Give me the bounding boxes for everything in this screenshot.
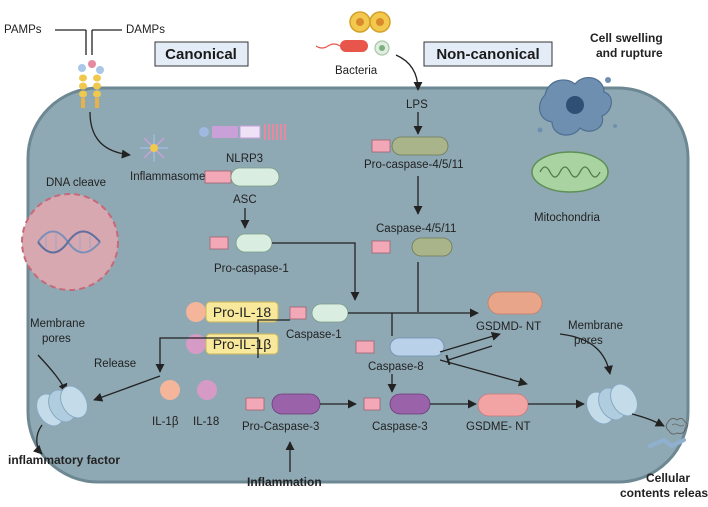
contents-release-label: contents release — [620, 486, 708, 500]
pro-il18-label: Pro-IL-18 — [213, 304, 272, 320]
tlr-receptor-icon — [78, 60, 104, 108]
il18-label: IL-18 — [193, 416, 219, 428]
arrow-release-to-pores — [93, 375, 161, 402]
pro-il1b-box — [205, 333, 279, 355]
dna-cleave-label: DNA cleave — [46, 177, 106, 189]
arrow-tlr-to-inflammasome — [89, 111, 131, 159]
line-caspase1-to-pro-il — [257, 319, 290, 332]
lps-label: LPS — [406, 99, 428, 111]
cellular-debris-icon — [665, 417, 688, 435]
inflammation-label: Inflammation — [247, 475, 322, 489]
procaspase3-icon — [245, 393, 321, 415]
gsdme-nt-icon — [477, 393, 529, 417]
caspase3-label: Caspase-3 — [372, 421, 428, 433]
gsdmd-nt-icon — [487, 291, 543, 315]
pro-il1b-label: Pro-IL-1β — [213, 336, 272, 352]
asc-label: ASC — [233, 194, 257, 206]
and-rupture-label: and rupture — [596, 46, 663, 60]
gsdmd-nt-label: GSDMD- NT — [476, 321, 541, 333]
arrow-procaspase1-to-caspase1 — [272, 242, 360, 301]
receptor-lines — [55, 29, 122, 55]
arrow-pores-to-release — [631, 413, 665, 427]
caspase1-icon — [289, 303, 349, 323]
arrow-bacteria-to-lps — [395, 54, 423, 91]
il1b-label: IL-1β — [152, 416, 179, 428]
mitochondria-icon — [531, 151, 609, 193]
inflammasome-icon — [140, 134, 168, 162]
pores-right-label: pores — [574, 335, 603, 347]
procaspase4511-icon — [371, 136, 449, 156]
il1b-dot-icon — [186, 334, 206, 354]
release-label: Release — [94, 358, 136, 370]
mitochondria-label: Mitochondria — [534, 212, 600, 224]
cellular-label: Cellular — [646, 471, 690, 485]
caspase8-icon — [355, 337, 445, 357]
procaspase1-icon — [209, 233, 273, 253]
inhibit-caspase8-gsdmd — [445, 345, 493, 366]
caspase1-label: Caspase-1 — [286, 329, 342, 341]
ruptured-cell-icon — [537, 76, 617, 136]
cell-swelling-label: Cell swelling — [590, 31, 663, 45]
arrow-to-inflammatory-factor — [32, 424, 43, 455]
pamps-label: PAMPs — [4, 24, 42, 36]
il1b-released-icon — [160, 380, 180, 400]
bacteria-icon — [315, 11, 391, 56]
canonical-label: Canonical — [165, 46, 237, 63]
caspase3-icon — [363, 393, 431, 415]
procaspase3-label: Pro-Caspase-3 — [242, 421, 319, 433]
caspase4511-icon — [371, 237, 453, 257]
nlrp3-icon — [199, 124, 286, 140]
inflammasome-label: Inflammasome — [130, 171, 205, 183]
membrane-left-label: Membrane — [30, 318, 85, 330]
pro-il18-box — [205, 301, 279, 323]
membrane-pore-right-icon — [586, 383, 638, 425]
membrane-pore-left-icon — [36, 385, 88, 427]
arrow-pro-il-to-release — [155, 337, 259, 373]
arrow-caspase8-to-gsdme — [439, 359, 528, 387]
damps-label: DAMPs — [126, 24, 165, 36]
cell-body — [26, 86, 690, 484]
asc-protein-icon — [204, 167, 280, 187]
caspase4511-label: Caspase-4/5/11 — [376, 223, 456, 235]
bacteria-label: Bacteria — [335, 65, 378, 77]
gsdme-nt-label: GSDME- NT — [466, 421, 531, 433]
canonical-box — [154, 41, 249, 67]
inflammatory-factor-label: inflammatory factor — [8, 453, 120, 467]
dna-nucleus-icon — [21, 193, 119, 291]
pores-left-label: pores — [42, 333, 71, 345]
caspase8-label: Caspase-8 — [368, 361, 424, 373]
arrow-gsdmd-to-pores — [559, 333, 613, 375]
non-canonical-label: Non-canonical — [436, 46, 539, 63]
arrow-caspase8-to-gsdmd — [439, 331, 501, 353]
procaspase1-label: Pro-caspase-1 — [214, 263, 289, 275]
nlrp3-label: NLRP3 — [226, 153, 263, 165]
membrane-right-label: Membrane — [568, 320, 623, 332]
non-canonical-box — [423, 41, 553, 67]
il18-released-icon — [197, 380, 217, 400]
procaspase4511-label: Pro-caspase-4/5/11 — [364, 159, 464, 171]
dna-fragment-icon — [648, 437, 686, 449]
il18-dot-icon — [186, 302, 206, 322]
